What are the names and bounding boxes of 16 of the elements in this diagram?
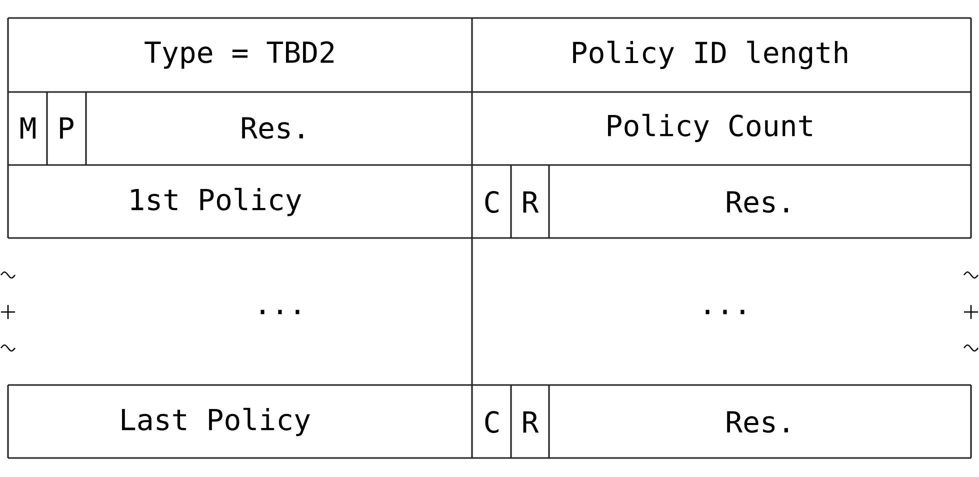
field-name: ... [260, 310, 300, 314]
field-name: C [485, 411, 498, 433]
field-name: M [20, 117, 36, 139]
field-name: Res. [727, 411, 788, 433]
field-name: Policy ID length [573, 40, 848, 70]
field-name: ... [706, 310, 744, 314]
field-name: P [60, 117, 74, 139]
field-name: Res. [242, 117, 303, 139]
field-name: Res. [727, 191, 788, 213]
field-name: R [523, 411, 539, 433]
field-name: Type = TBD2 [144, 41, 334, 69]
field-name: 1st Policy [131, 188, 302, 216]
field-name: R [523, 191, 539, 213]
field-name: Last Policy [122, 408, 310, 436]
field-name: Policy Count [608, 114, 812, 142]
field-name: C [485, 191, 498, 213]
